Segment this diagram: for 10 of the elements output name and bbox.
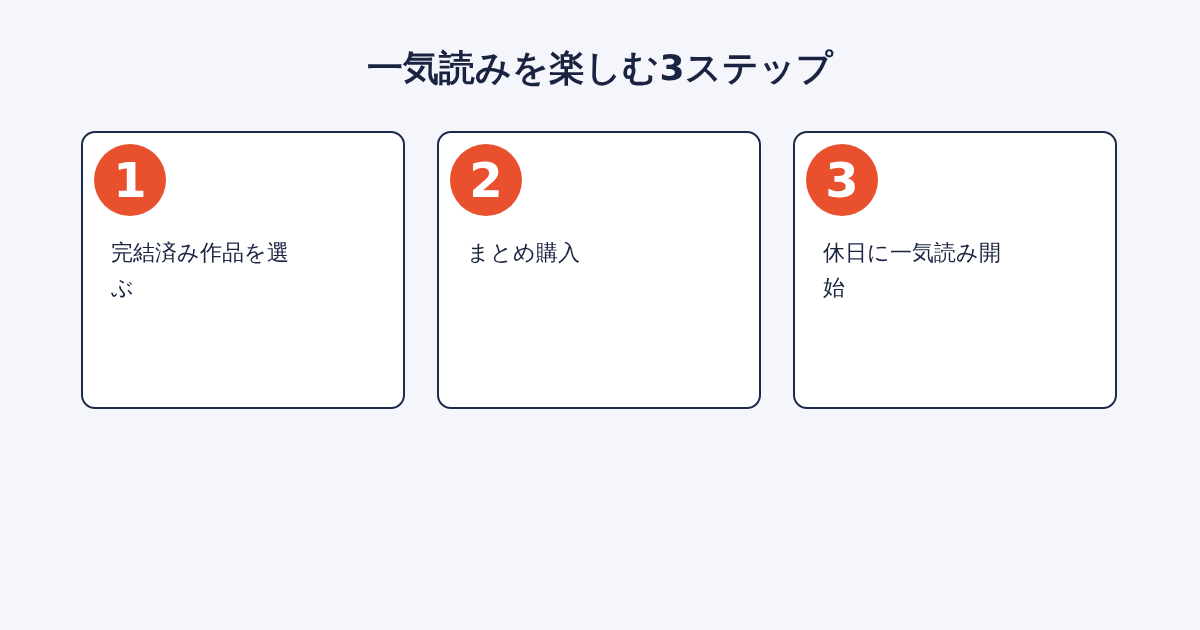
step-number-badge: 1	[94, 144, 166, 216]
step-number-badge: 2	[450, 144, 522, 216]
title: 一気読みを楽しむ3ステップ	[366, 46, 835, 90]
step-text: まとめ購入	[467, 239, 581, 267]
step-card	[81, 131, 405, 409]
step-card	[437, 131, 761, 409]
step-number-badge: 3	[806, 144, 878, 216]
step-text: 完結済み作品を選ぶ	[111, 239, 290, 303]
step-card	[793, 131, 1117, 409]
step-text: 休日に一気読み開始	[823, 239, 1002, 303]
